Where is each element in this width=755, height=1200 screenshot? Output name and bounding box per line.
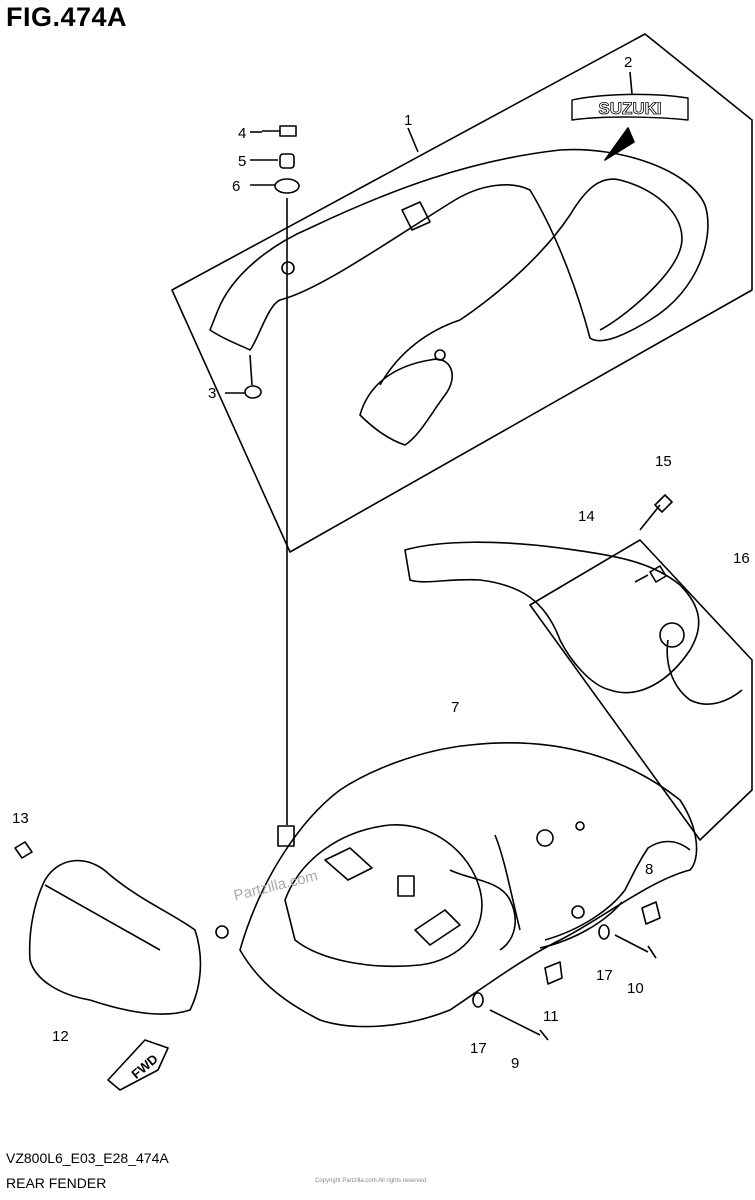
callout-5: 5 bbox=[238, 153, 246, 170]
side-cover-ridge bbox=[44, 884, 161, 951]
mount-hole bbox=[281, 261, 295, 275]
clip-part bbox=[215, 925, 229, 939]
suzuki-decal bbox=[571, 93, 689, 121]
callout-17: 17 bbox=[596, 967, 613, 984]
callout-16: 16 bbox=[733, 550, 750, 567]
bolt-part bbox=[634, 565, 667, 583]
fender-bracket bbox=[414, 909, 461, 946]
nut-part bbox=[244, 385, 262, 399]
clip-part bbox=[14, 841, 33, 859]
callout-15: 15 bbox=[655, 453, 672, 470]
fender-extension-part bbox=[404, 541, 700, 694]
callout-14: 14 bbox=[578, 508, 595, 525]
fender-bracket bbox=[324, 847, 373, 881]
callout-13: 13 bbox=[12, 810, 29, 827]
seat-cowl-front-lip bbox=[359, 358, 454, 446]
callout-3: 3 bbox=[208, 385, 216, 402]
grommet-part bbox=[274, 178, 300, 194]
extension-group-outline bbox=[529, 539, 753, 841]
callout-11: 11 bbox=[543, 1008, 559, 1025]
bolt-part bbox=[489, 1009, 549, 1041]
callout-8: 8 bbox=[645, 861, 653, 878]
rear-fender-part bbox=[239, 742, 698, 1028]
leader-line bbox=[249, 354, 253, 386]
fender-rib bbox=[449, 869, 516, 951]
callout-9: 9 bbox=[511, 1055, 519, 1072]
callout-6: 6 bbox=[232, 178, 240, 195]
light-socket bbox=[659, 622, 685, 648]
fender-inner-well bbox=[284, 824, 483, 968]
callout-2: 2 bbox=[624, 54, 632, 71]
callout-12: 12 bbox=[52, 1028, 69, 1045]
decal-pointer-arrow bbox=[604, 127, 635, 161]
seat-cowl-bracket bbox=[401, 201, 431, 231]
mount-hole bbox=[571, 905, 585, 919]
callout-7: 7 bbox=[451, 699, 459, 716]
collar-part bbox=[279, 153, 295, 169]
callout-17: 17 bbox=[470, 1040, 487, 1057]
callout-10: 10 bbox=[627, 980, 644, 997]
copyright-text: Copyright Partzilla.com All rights reser… bbox=[315, 1178, 427, 1184]
fender-lug bbox=[277, 825, 295, 847]
screw-part bbox=[262, 125, 297, 137]
fender-stay bbox=[544, 840, 691, 941]
bolt-part bbox=[614, 934, 657, 959]
suzuki-decal-text: SUZUKI bbox=[598, 99, 661, 118]
bolt-part bbox=[639, 494, 673, 531]
fwd-arrow-icon bbox=[107, 1039, 169, 1091]
figure-title: FIG.474A bbox=[6, 2, 128, 32]
callout-line bbox=[407, 127, 419, 153]
seat-cowl-part bbox=[209, 148, 709, 351]
figure-code: VZ800L6_E03_E28_474A bbox=[6, 1150, 169, 1166]
fender-stay bbox=[539, 901, 623, 949]
seat-cowl-group-outline bbox=[171, 33, 753, 553]
fender-lug bbox=[397, 875, 415, 897]
washer-part bbox=[472, 992, 484, 1008]
mount-hole bbox=[575, 821, 585, 831]
callout-line bbox=[629, 71, 633, 95]
mount-hole bbox=[536, 829, 554, 847]
figure-name: REAR FENDER bbox=[6, 1175, 107, 1191]
side-cover-part bbox=[28, 859, 202, 1015]
mount-hole bbox=[434, 349, 446, 361]
wire-harness bbox=[666, 639, 743, 705]
callout-4: 4 bbox=[238, 125, 246, 142]
callout-1: 1 bbox=[404, 112, 412, 129]
washer-part bbox=[598, 924, 610, 940]
nut-part bbox=[641, 901, 661, 925]
fender-rib bbox=[494, 834, 521, 931]
seat-cowl-inner-edge bbox=[379, 178, 683, 386]
nut-part bbox=[544, 961, 563, 985]
